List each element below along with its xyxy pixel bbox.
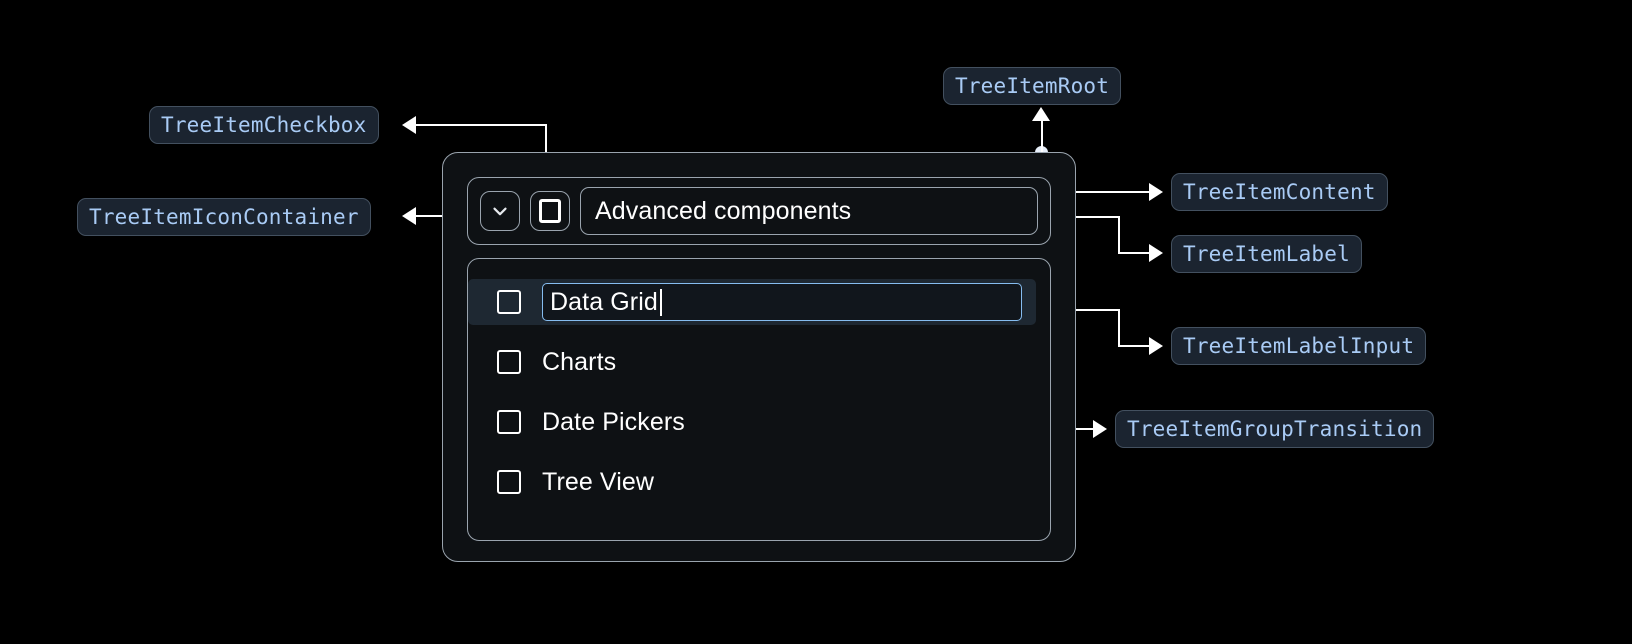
connector-arrow-icon-container (402, 207, 416, 225)
tree-item-label-text: Advanced components (595, 196, 852, 225)
connector-root-vertical (1041, 118, 1043, 152)
checkbox-unchecked-icon[interactable] (497, 470, 521, 494)
checkbox-unchecked-icon[interactable] (497, 350, 521, 374)
checkbox-unchecked-icon[interactable] (497, 410, 521, 434)
connector-arrow-group-transition (1093, 420, 1107, 438)
connector-arrow-checkbox (402, 116, 416, 134)
checkbox-unchecked-icon (539, 199, 561, 223)
text-caret (659, 288, 662, 316)
tree-item-content[interactable]: Advanced components (467, 177, 1051, 245)
connector-label-horizontal-a (1041, 216, 1120, 218)
tree-item-label-text: Tree View (542, 467, 655, 496)
tree-item-label[interactable]: Advanced components (580, 187, 1038, 235)
annotation-chip-tree-item-label: TreeItemLabel (1171, 235, 1362, 273)
annotation-chip-tree-item-label-input: TreeItemLabelInput (1171, 327, 1427, 365)
connector-label-vertical (1118, 216, 1120, 254)
tree-item-label-input-value: Data Grid (550, 287, 658, 316)
tree-row-charts[interactable]: Charts (468, 339, 1050, 385)
connector-checkbox-horizontal (416, 124, 546, 126)
annotation-chip-tree-item-root: TreeItemRoot (943, 67, 1122, 105)
connector-content-horizontal (1052, 191, 1151, 193)
tree-item-label-text: Charts (542, 347, 617, 376)
annotation-chip-tree-item-checkbox: TreeItemCheckbox (149, 106, 379, 144)
tree-row-data-grid[interactable]: Data Grid (468, 279, 1036, 325)
connector-arrow-content (1149, 183, 1163, 201)
annotation-chip-tree-item-group-transition: TreeItemGroupTransition (1115, 410, 1435, 448)
connector-arrow-root (1032, 107, 1050, 121)
connector-label-input-horizontal-a (1040, 309, 1120, 311)
annotation-chip-tree-item-icon-container: TreeItemIconContainer (77, 198, 371, 236)
chevron-down-icon (493, 207, 507, 216)
tree-item-icon-container[interactable] (480, 191, 520, 231)
tree-item-label-text: Date Pickers (542, 407, 685, 436)
tree-item-label-input[interactable]: Data Grid (542, 283, 1022, 321)
annotation-chip-tree-item-content: TreeItemContent (1171, 173, 1388, 211)
tree-item-root[interactable]: Advanced components Data Grid Charts Dat… (442, 152, 1076, 562)
tree-item-checkbox[interactable] (530, 191, 570, 231)
tree-item-group-transition: Data Grid Charts Date Pickers Tree View (467, 258, 1051, 541)
connector-label-input-horizontal-b (1118, 345, 1151, 347)
connector-arrow-label (1149, 244, 1163, 262)
tree-row-tree-view[interactable]: Tree View (468, 459, 1050, 505)
connector-arrow-label-input (1149, 337, 1163, 355)
connector-label-horizontal-b (1118, 252, 1151, 254)
checkbox-unchecked-icon[interactable] (497, 290, 521, 314)
tree-row-date-pickers[interactable]: Date Pickers (468, 399, 1050, 445)
connector-label-input-vertical (1118, 309, 1120, 347)
